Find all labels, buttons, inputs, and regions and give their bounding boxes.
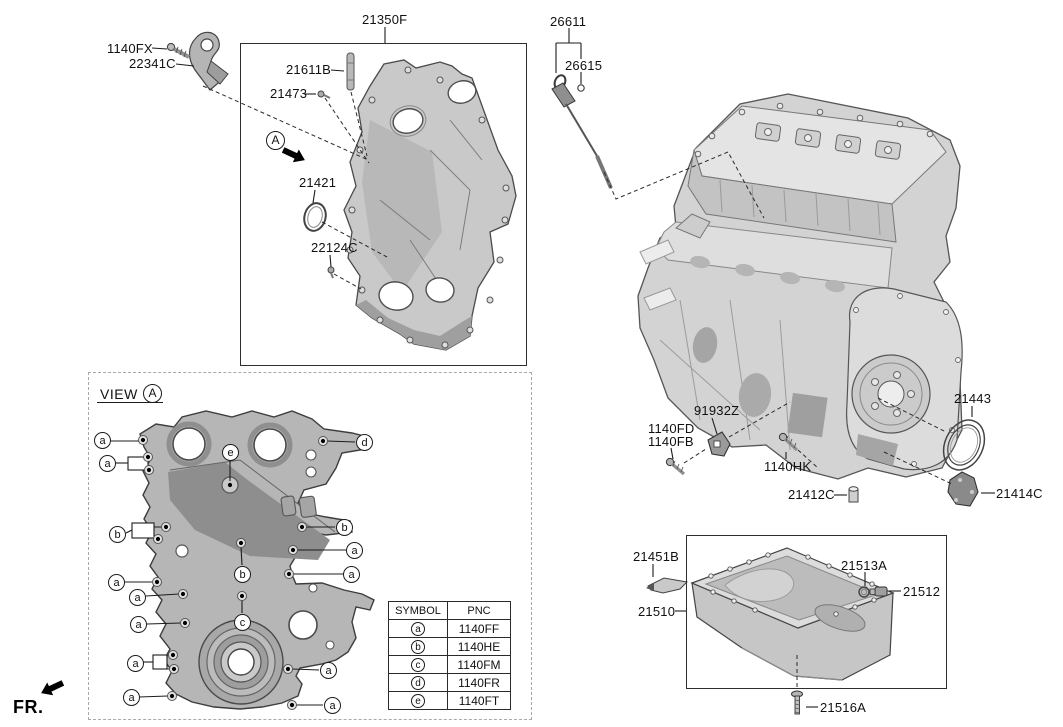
part-label-91932z: 91932Z [694,403,740,418]
seal-21443-drawing [942,419,986,471]
part-label-1140fx: 1140FX [107,41,153,56]
oil-pan-box [686,535,947,689]
pnc-value: 1140FR [447,673,511,692]
callout-a: a [108,574,125,591]
view-a-bolt-holes [138,435,328,710]
table-row: a 1140FF [388,619,511,638]
symbol-c: c [411,658,425,672]
part-label-21513a: 21513A [841,558,888,573]
leader-lines-dashed [202,85,953,690]
part-label-21516a: 21516A [820,700,867,715]
callout-a: a [99,455,116,472]
part-label-21611b: 21611B [286,62,332,77]
callout-a: a [123,689,140,706]
part-label-22124c: 22124C [311,240,358,255]
symbol-a: a [411,622,425,636]
fr-arrow-icon [41,680,65,696]
view-a-box [88,372,532,720]
plug-21512-drawing [869,586,888,597]
part-label-1140fb: 1140FB [648,434,694,449]
callout-a: a [343,566,360,583]
view-a-title: VIEW [100,386,138,402]
symbol-column-header: SYMBOL [388,601,448,620]
symbol-d: d [411,676,425,690]
view-a-title-underline [97,402,163,403]
part-label-21473: 21473 [270,86,308,101]
callout-b: b [234,566,251,583]
gasket-21513a-drawing [858,586,870,598]
assembly-view-marker: A [266,131,285,150]
part-label-21421: 21421 [299,175,337,190]
pnc-value: 1140HE [447,637,511,656]
part-label-21414c: 21414C [996,486,1043,501]
bolt-1140fx-drawing [166,42,190,59]
table-row: d 1140FR [388,673,511,692]
timing-cover-box [240,43,527,366]
oil-pan-drawing [690,547,895,681]
callout-b: b [336,519,353,536]
table-header-row: SYMBOL PNC [388,601,511,620]
callout-d: d [356,434,373,451]
part-label-21510: 21510 [638,604,676,619]
part-label-22341c: 22341C [129,56,176,71]
part-label-21350f: 21350F [362,12,408,27]
timing-cover-drawing [343,59,517,351]
bolt-21516a-drawing [791,690,803,715]
part-label-26611: 26611 [550,14,587,29]
pnc-value: 1140FT [447,691,511,710]
sensor-91932z-drawing [707,431,731,457]
symbol-b: b [411,640,425,654]
bolt-1140hk-drawing [778,432,799,452]
clip-21451b-drawing [646,577,689,594]
table-row: c 1140FM [388,655,511,674]
plug-21412c-drawing [848,486,859,503]
bracket-22341c-drawing [188,31,229,91]
view-a-callout-lines [111,440,356,706]
part-label-21443: 21443 [954,391,992,406]
callout-a: a [324,697,341,714]
part-label-1140fd: 1140FD [648,421,695,436]
cover-21414c-drawing [947,471,979,507]
callout-c: c [234,614,251,631]
pnc-column-header: PNC [447,601,511,620]
fr-label: FR. [13,697,44,717]
callout-a: a [346,542,363,559]
view-a-cover-drawing [139,410,375,710]
bolt-21473-drawing [317,90,331,99]
table-row: e 1140FT [388,691,511,710]
part-label-21451b: 21451B [633,549,680,564]
seal-21421-drawing [303,202,327,232]
callout-b: b [109,526,126,543]
part-label-26615: 26615 [564,58,604,73]
callout-a: a [94,432,111,449]
callout-a: a [129,589,146,606]
callout-a: a [127,655,144,672]
part-label-21412c: 21412C [788,487,835,502]
dipstick-drawing [551,74,613,189]
table-row: b 1140HE [388,637,511,656]
pnc-value: 1140FF [447,619,511,638]
pin-21611b-drawing [346,52,355,91]
leader-lines-solid [151,27,995,708]
part-label-1140hk: 1140HK [764,459,812,474]
pnc-value: 1140FM [447,655,511,674]
part-label-21512: 21512 [903,584,941,599]
symbol-e: e [411,694,425,708]
callout-a: a [130,616,147,633]
bolt-1140fd-drawing [665,457,686,476]
callout-e: e [222,444,239,461]
callout-a: a [320,662,337,679]
view-a-title-marker: A [143,384,162,403]
view-direction-arrow-icon [281,147,305,163]
engine-assembly-drawing [637,93,963,480]
symbol-pnc-table: SYMBOL PNC a 1140FF b 1140HE c 1140FM d … [388,601,511,710]
